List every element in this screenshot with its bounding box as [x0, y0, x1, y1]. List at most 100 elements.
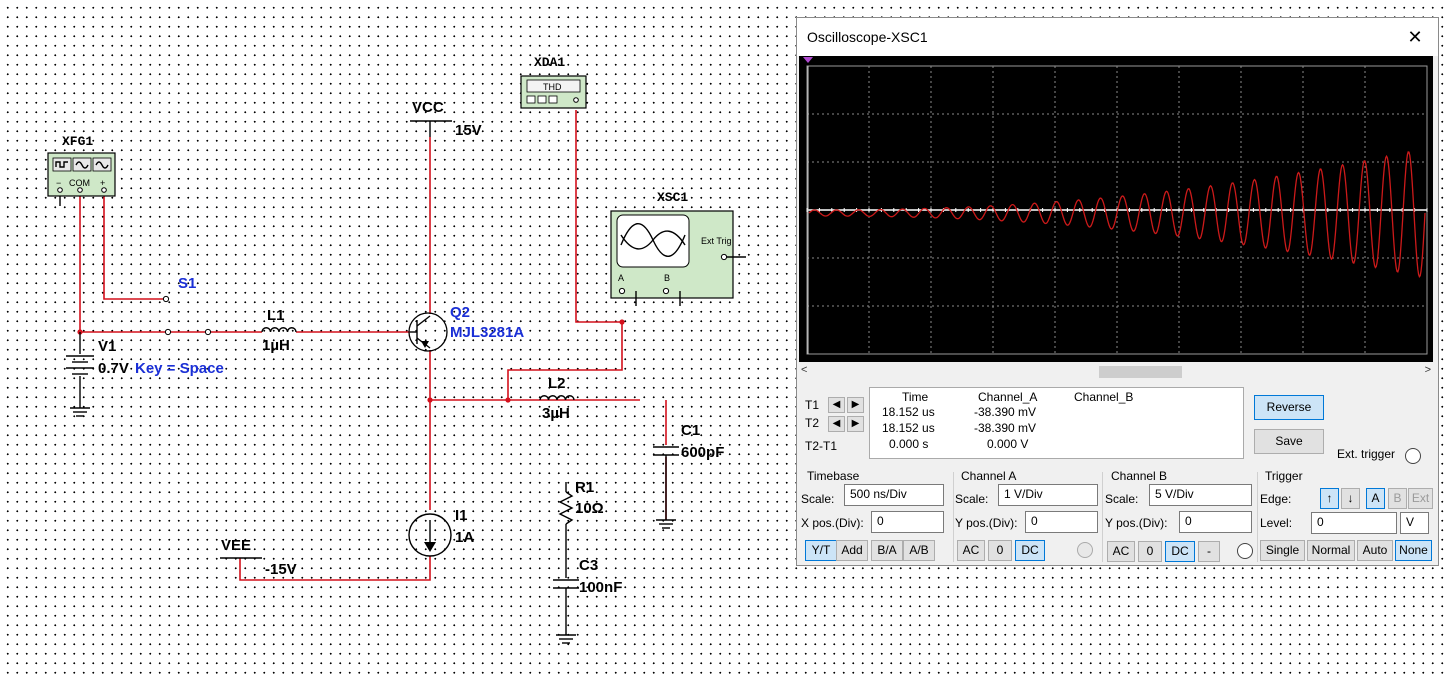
ext-trigger-radio[interactable]	[1405, 448, 1421, 464]
scope-screen	[803, 57, 1428, 355]
r1-label: R1	[575, 479, 594, 496]
ext-trigger-label: Ext. trigger	[1337, 447, 1396, 461]
mode-add-button[interactable]: Add	[836, 540, 868, 561]
t2-left-arrow-icon[interactable]: ◀	[828, 416, 845, 432]
channel-b-scale-label: Scale:	[1105, 492, 1139, 506]
t2-right-arrow-icon[interactable]: ▶	[847, 416, 864, 432]
c1-value: 600pF	[681, 444, 724, 461]
channel-b-minus-button[interactable]: -	[1198, 541, 1220, 562]
xfg1-com: COM	[69, 178, 90, 188]
c3-value: 100nF	[579, 579, 622, 596]
t2-channel-a: -38.390 mV	[974, 421, 1037, 435]
channel-b-radio[interactable]	[1237, 543, 1253, 559]
header-channel-b: Channel_B	[1074, 390, 1134, 404]
scroll-left-icon[interactable]: <	[801, 364, 808, 376]
xda1-distortion-analyzer[interactable]: THD	[520, 75, 587, 109]
l1-inductor[interactable]	[261, 327, 297, 333]
mode-yt-button[interactable]: Y/T	[805, 540, 837, 561]
trigger-source-b-button[interactable]: B	[1388, 488, 1407, 509]
xfg1-minus: −	[56, 178, 61, 188]
mode-ba-button[interactable]: B/A	[871, 540, 903, 561]
scope-display[interactable]	[799, 56, 1433, 362]
c1-capacitor[interactable]	[653, 446, 679, 529]
window-title: Oscilloscope-XSC1	[807, 29, 928, 45]
trigger-source-a-button[interactable]: A	[1366, 488, 1385, 509]
channel-b-dc-button[interactable]: DC	[1165, 541, 1195, 562]
c3-capacitor[interactable]	[553, 579, 579, 644]
xsc1-ext-trig: Ext Trig	[701, 236, 732, 246]
channel-a-dc-button[interactable]: DC	[1015, 540, 1045, 561]
reverse-button[interactable]: Reverse	[1254, 395, 1324, 420]
x-pos-field[interactable]: 0	[871, 511, 944, 533]
trigger-source-ext-button[interactable]: Ext	[1408, 488, 1433, 509]
channel-a-zero-button[interactable]: 0	[988, 540, 1012, 561]
close-icon[interactable]: ✕	[1407, 27, 1423, 47]
t1-channel-a: -38.390 mV	[974, 405, 1037, 419]
channel-b-y-pos-field[interactable]: 0	[1179, 511, 1252, 533]
save-button[interactable]: Save	[1254, 429, 1324, 454]
channel-b-y-pos-label: Y pos.(Div):	[1105, 516, 1168, 530]
cursor-marker-icon[interactable]	[803, 57, 813, 63]
channel-a-ac-button[interactable]: AC	[957, 540, 985, 561]
q2-label: Q2	[450, 304, 470, 321]
t2-t1-channel-a: 0.000 V	[987, 437, 1029, 451]
xsc1-label: XSC1	[657, 190, 688, 205]
channel-a-title: Channel A	[961, 469, 1017, 483]
channel-a-scale-field[interactable]: 1 V/Div	[998, 484, 1098, 506]
t1-left-arrow-icon[interactable]: ◀	[828, 397, 845, 413]
rising-edge-icon[interactable]: ↑	[1320, 488, 1339, 509]
l1-value: 1µH	[262, 337, 290, 354]
l1-label: L1	[267, 307, 285, 324]
trigger-level-unit[interactable]: V	[1400, 512, 1429, 534]
timebase-scale-field[interactable]: 500 ns/Div	[844, 484, 944, 506]
xda1-display: THD	[543, 82, 562, 92]
scroll-right-icon[interactable]: >	[1424, 364, 1431, 376]
r1-value: 10Ω	[575, 500, 604, 517]
channel-b-ac-button[interactable]: AC	[1107, 541, 1135, 562]
v1-battery[interactable]	[66, 332, 94, 417]
xsc1-oscilloscope-instrument[interactable]: Ext Trig A B	[610, 210, 746, 306]
c1-label: C1	[681, 422, 700, 439]
s1-switch[interactable]	[162, 295, 212, 336]
trigger-normal-button[interactable]: Normal	[1307, 540, 1355, 561]
vee-label: VEE	[221, 537, 251, 554]
t2-t1-time: 0.000 s	[889, 437, 929, 451]
t1-time: 18.152 us	[882, 405, 935, 419]
oscilloscope-window[interactable]: Oscilloscope-XSC1 ✕ < > T1 ◀ ▶ T2 ◀ ▶ T2…	[796, 17, 1439, 566]
t1-right-arrow-icon[interactable]: ▶	[847, 397, 864, 413]
l2-inductor[interactable]	[539, 395, 575, 401]
vcc-source[interactable]	[410, 120, 452, 137]
timebase-scale-label: Scale:	[801, 492, 835, 506]
q2-transistor[interactable]	[408, 312, 448, 352]
vcc-label: VCC	[412, 99, 444, 116]
channel-a-y-pos-field[interactable]: 0	[1025, 511, 1098, 533]
trigger-auto-button[interactable]: Auto	[1357, 540, 1393, 561]
i1-current-source[interactable]	[408, 513, 452, 557]
s1-label: S1	[178, 275, 196, 292]
header-time: Time	[902, 390, 929, 404]
trigger-none-button[interactable]: None	[1395, 540, 1432, 561]
scrollbar-thumb[interactable]	[1099, 366, 1182, 378]
channel-b-scale-field[interactable]: 5 V/Div	[1149, 484, 1252, 506]
channel-a-radio[interactable]	[1077, 542, 1093, 558]
r1-resistor[interactable]	[558, 482, 574, 578]
c3-label: C3	[579, 557, 598, 574]
xfg1-function-generator[interactable]: − COM +	[47, 152, 116, 206]
channel-b-zero-button[interactable]: 0	[1138, 541, 1162, 562]
channel-a-scale-label: Scale:	[955, 492, 989, 506]
title-bar[interactable]: Oscilloscope-XSC1 ✕	[797, 18, 1438, 56]
mode-ab-button[interactable]: A/B	[903, 540, 935, 561]
t2-time: 18.152 us	[882, 421, 935, 435]
horizontal-scrollbar[interactable]: < >	[799, 364, 1433, 380]
trigger-title: Trigger	[1265, 469, 1303, 483]
xfg1-label: XFG1	[62, 134, 93, 149]
v1-key: Key = Space	[135, 360, 224, 377]
trigger-level-field[interactable]: 0	[1311, 512, 1397, 534]
timebase-title: Timebase	[807, 469, 860, 483]
channel-a-y-pos-label: Y pos.(Div):	[955, 516, 1018, 530]
trigger-single-button[interactable]: Single	[1260, 540, 1305, 561]
wires	[79, 110, 667, 581]
vcc-value: 15V	[455, 122, 482, 139]
falling-edge-icon[interactable]: ↓	[1341, 488, 1360, 509]
i1-label: I1	[455, 507, 468, 524]
